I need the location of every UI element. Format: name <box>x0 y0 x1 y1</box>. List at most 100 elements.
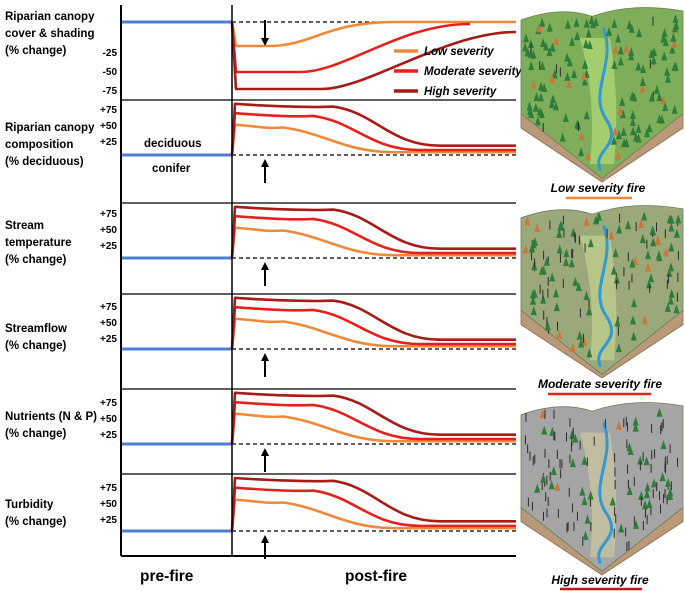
conifer-tree <box>564 71 571 81</box>
conifer-tree <box>632 416 639 426</box>
conifer-tree <box>549 272 556 282</box>
tick-label: +50 <box>100 225 117 236</box>
conifer-tree <box>540 265 547 275</box>
annotation-conifer: conifer <box>152 163 191 175</box>
conifer-tree <box>662 101 669 111</box>
conifer-tree <box>667 295 674 305</box>
conifer-tree <box>669 44 676 54</box>
conifer-tree <box>542 41 549 51</box>
conifer-tree <box>614 317 621 327</box>
conifer-tree <box>581 76 588 86</box>
conifer-tree <box>548 480 555 490</box>
conifer-tree <box>631 298 638 308</box>
conifer-tree <box>537 92 544 102</box>
conifer-tree <box>656 92 663 102</box>
conifer-tree <box>586 306 593 316</box>
conifer-tree <box>654 234 661 244</box>
curve-low-severity <box>230 412 516 445</box>
conifer-tree <box>557 221 564 231</box>
conifer-tree <box>583 216 590 226</box>
conifer-tree <box>549 42 556 52</box>
panel-label-line: (% change) <box>5 428 67 440</box>
conifer-tree <box>540 473 547 483</box>
conifer-tree <box>615 343 622 353</box>
conifer-tree <box>585 28 592 38</box>
conifer-tree <box>574 31 581 41</box>
stream <box>597 27 614 171</box>
conifer-tree <box>571 69 578 79</box>
conifer-tree <box>544 321 551 331</box>
panel-label-line: (% change) <box>5 254 67 266</box>
conifer-tree <box>530 295 537 305</box>
conifer-tree <box>673 20 680 30</box>
panel-label-line: cover & shading <box>5 28 94 40</box>
conifer-tree <box>583 110 590 120</box>
conifer-tree <box>572 276 579 286</box>
conifer-tree <box>549 73 556 83</box>
conifer-tree <box>530 79 537 89</box>
conifer-tree <box>608 230 615 240</box>
conifer-tree <box>629 315 636 325</box>
tick-label: +75 <box>100 483 117 494</box>
conifer-tree <box>528 60 535 70</box>
panel-label-line: Nutrients (N & P) <box>5 411 97 423</box>
conifer-tree <box>559 132 566 142</box>
curve-high-severity <box>230 102 516 156</box>
conifer-tree <box>534 116 541 126</box>
conifer-tree <box>596 211 603 221</box>
conifer-tree <box>635 61 642 71</box>
conifer-tree <box>610 265 617 275</box>
conifer-tree <box>541 82 548 92</box>
conifer-tree <box>619 109 626 119</box>
conifer-tree <box>637 455 644 465</box>
conifer-tree <box>568 258 575 268</box>
conifer-tree <box>546 47 553 57</box>
conifer-tree <box>626 20 633 30</box>
conifer-tree <box>524 47 531 57</box>
legend-label-moderate: Moderate severity <box>424 66 522 78</box>
conifer-tree <box>659 95 666 105</box>
conifer-tree <box>646 123 653 133</box>
conifer-tree <box>524 216 531 226</box>
conifer-tree <box>672 61 679 71</box>
panel-label-line: (% change) <box>5 516 67 528</box>
conifer-tree <box>645 250 652 260</box>
panel-label-line: composition <box>5 139 73 151</box>
panel-label-line: (% deciduous) <box>5 156 84 168</box>
conifer-tree <box>668 288 675 298</box>
tick-label: +75 <box>100 209 117 220</box>
conifer-tree <box>664 66 671 76</box>
annotation-deciduous: deciduous <box>144 138 202 150</box>
curve-low-severity <box>230 317 516 350</box>
conifer-tree <box>540 294 547 304</box>
conifer-tree <box>621 138 628 148</box>
conifer-tree <box>564 19 571 29</box>
tick-label: +75 <box>100 302 117 313</box>
conifer-tree <box>623 43 630 53</box>
conifer-tree <box>526 101 533 111</box>
conifer-tree <box>661 27 668 37</box>
conifer-tree <box>583 18 590 28</box>
conifer-tree <box>587 238 594 248</box>
conifer-tree <box>579 486 586 496</box>
conifer-tree <box>582 530 589 540</box>
conifer-tree <box>612 248 619 258</box>
caption-high-severity: High severity fire <box>551 573 649 587</box>
conifer-tree <box>667 490 674 500</box>
panel-label-line: Stream <box>5 220 44 232</box>
conifer-tree <box>609 496 616 506</box>
tick-label: +50 <box>100 414 117 425</box>
conifer-tree <box>672 13 679 23</box>
conifer-tree <box>562 112 569 122</box>
panel-label-line: (% change) <box>5 340 67 352</box>
conifer-tree <box>660 33 667 43</box>
conifer-tree <box>575 281 582 291</box>
curve-moderate-severity <box>230 111 516 156</box>
conifer-tree <box>563 248 570 258</box>
conifer-tree <box>611 59 618 69</box>
conifer-tree <box>522 42 529 52</box>
